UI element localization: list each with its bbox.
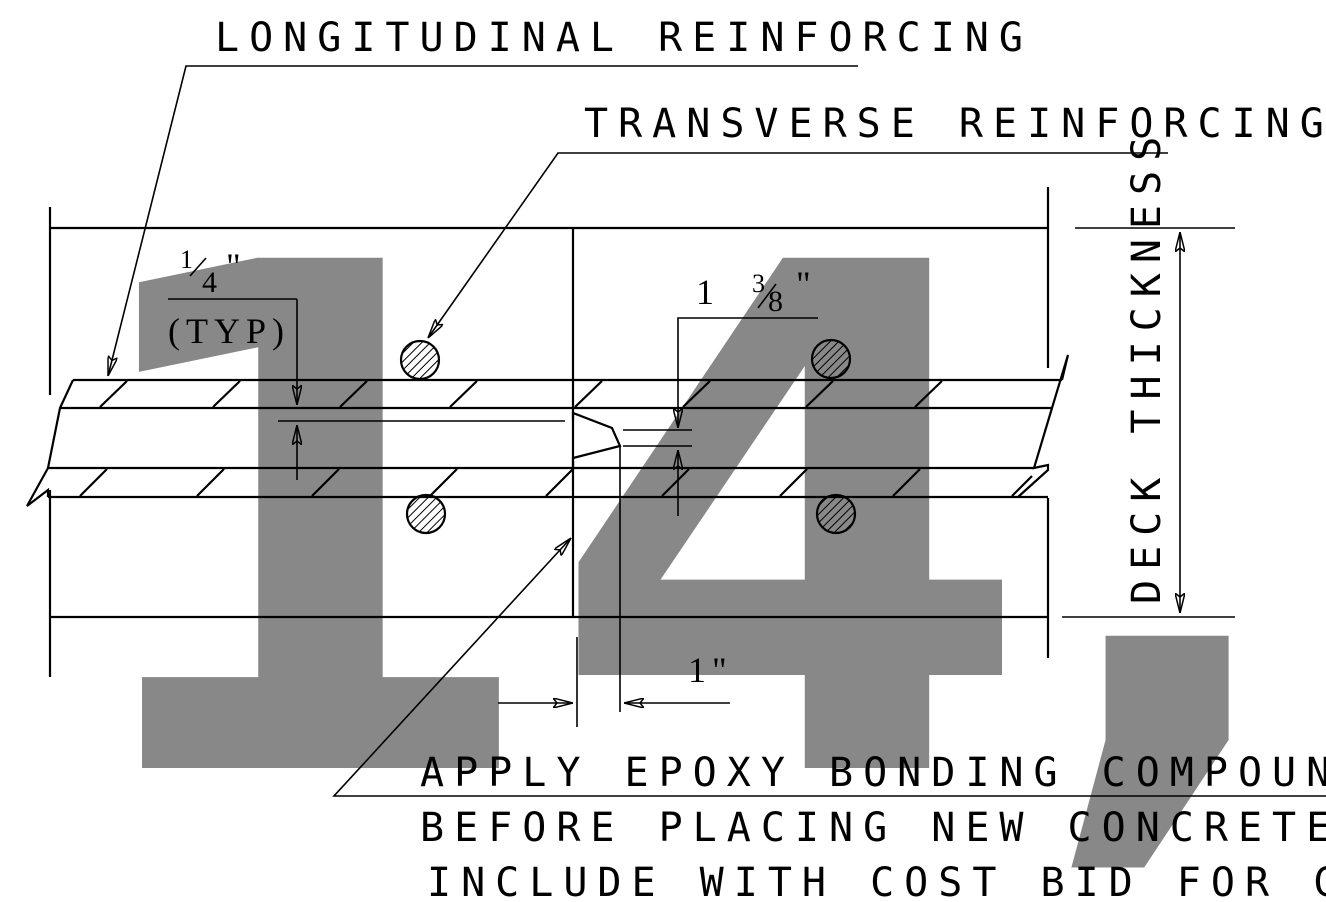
transverse-reinforcing-label: TRANSVERSE REINFORCING bbox=[584, 101, 1326, 147]
transverse-reinforcing-callout: TRANSVERSE REINFORCING bbox=[428, 101, 1326, 338]
fraction-denominator-8: 8 bbox=[768, 285, 783, 318]
quarter-inch-dimension: 1 4 " (TYP) bbox=[168, 245, 565, 480]
longitudinal-reinforcing-callout: LONGITUDINAL REINFORCING bbox=[107, 15, 1033, 376]
epoxy-note-callout: APPLY EPOXY BONDING COMPOUND BEFORE PLAC… bbox=[332, 538, 1326, 902]
fraction-denominator: 4 bbox=[202, 266, 217, 299]
transverse-bar-top-right bbox=[810, 338, 852, 380]
lower-bar-hatching bbox=[79, 468, 1033, 497]
fraction-numerator-3: 3 bbox=[752, 269, 765, 298]
inch-mark: " bbox=[226, 246, 247, 286]
transverse-reinforcing-bars bbox=[399, 338, 857, 535]
note-line-3: INCLUDE WITH COST BID FOR CONCRETE bbox=[427, 860, 1326, 902]
deck-slab-outline bbox=[48, 187, 1050, 677]
note-line-1: APPLY EPOXY BONDING COMPOUND bbox=[420, 750, 1326, 796]
inch-mark-2: " bbox=[796, 264, 817, 304]
one-inch-dimension: 1" bbox=[498, 637, 733, 727]
transverse-bar-bottom-left bbox=[405, 493, 447, 535]
deck-thickness-label: DECK THICKNESS bbox=[1124, 127, 1170, 604]
one-three-eighths-dimension: 1 3 8 " bbox=[623, 264, 818, 516]
one-inch-label: 1" bbox=[688, 650, 733, 690]
longitudinal-reinforcing-label: LONGITUDINAL REINFORCING bbox=[215, 15, 1033, 61]
transverse-bar-bottom-right bbox=[815, 493, 857, 535]
transverse-bar-top-left bbox=[399, 339, 441, 381]
joint-profile bbox=[571, 411, 622, 712]
note-line-2: BEFORE PLACING NEW CONCRETE. bbox=[420, 805, 1326, 851]
typ-label: (TYP) bbox=[168, 311, 290, 351]
fraction-numerator: 1 bbox=[180, 245, 193, 274]
dimension-whole: 1 bbox=[696, 272, 720, 312]
watermark-text: 14,2 bbox=[60, 119, 1326, 902]
deck-thickness-dimension: DECK THICKNESS bbox=[1062, 127, 1235, 618]
longitudinal-reinforcing-bars bbox=[26, 354, 1070, 507]
upper-bar-hatching bbox=[99, 380, 943, 408]
